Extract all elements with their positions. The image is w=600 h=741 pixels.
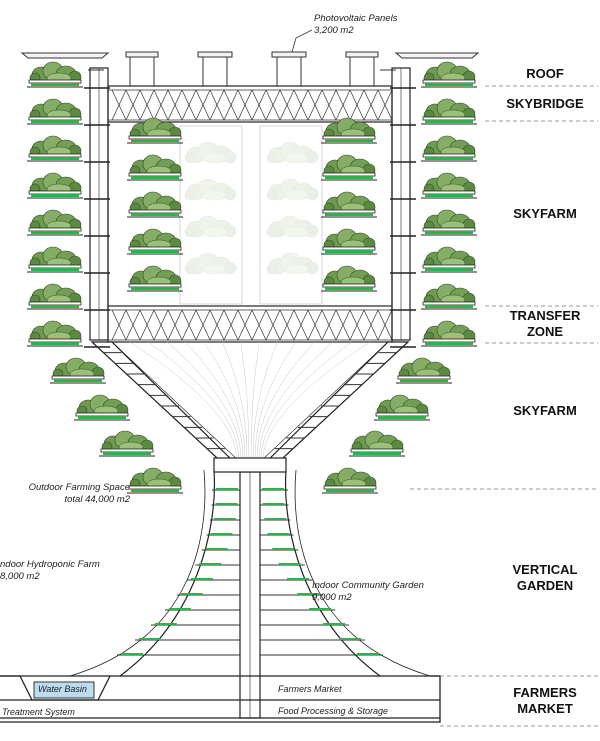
inner-right-planter: [321, 191, 377, 218]
inner-left-planter: [127, 154, 183, 181]
base-building: [0, 675, 441, 723]
outer-right-planter: [421, 283, 477, 310]
outer-right-planter: [421, 61, 477, 88]
zone-label-vertical-line2: GARDEN: [516, 578, 574, 593]
outer-left-planter: [27, 172, 83, 199]
outer-right-planter: [421, 98, 477, 125]
tower-structure: [89, 67, 411, 343]
lower-left-planter: [50, 357, 106, 384]
zone-label-transfer-line2: ZONE: [526, 324, 564, 339]
outer-left-planter: [27, 135, 83, 162]
inner-left-planter: [127, 228, 183, 255]
zone-label-skyfarm-upper: SKYFARM: [513, 206, 577, 221]
annotation-outdoor-farming: Outdoor Farming Space total 44,000 m2: [12, 482, 130, 506]
outer-right-planter: [421, 209, 477, 236]
zone-label-transfer-line1: TRANSFER: [509, 308, 581, 323]
annotation-hydroponic-farm: ndoor Hydroponic Farm 8,000 m2: [0, 559, 100, 583]
annotation-hydroponic-area: 8,000 m2: [0, 571, 40, 582]
outer-left-planter: [27, 283, 83, 310]
inner-left-planter: [127, 191, 183, 218]
label-water-basin: Water Basin: [38, 684, 87, 694]
inner-right-planter: [321, 117, 377, 144]
inner-left-planter: [127, 265, 183, 292]
outer-right-planter: [421, 246, 477, 273]
annotation-community-area: 9,000 m2: [312, 592, 352, 603]
outer-right-planter: [421, 172, 477, 199]
annotation-outdoor-name: Outdoor Farming Space: [28, 482, 130, 493]
annotation-hydroponic-name: ndoor Hydroponic Farm: [0, 559, 100, 570]
lower-left-planter: [74, 394, 130, 421]
inner-right-planter: [321, 228, 377, 255]
zone-label-market-line1: FARMERS: [513, 685, 577, 700]
zone-label-vertical-line1: VERTICAL: [512, 562, 578, 577]
annotation-photovoltaic-name: Photovoltaic Panels: [314, 13, 398, 24]
zone-label-roof: ROOF: [526, 66, 564, 81]
inner-left-planter: [127, 117, 183, 144]
annotation-outdoor-area: total 44,000 m2: [64, 494, 131, 505]
zone-label-transfer: TRANSFER ZONE: [490, 308, 600, 340]
zone-label-skyfarm-lower: SKYFARM: [513, 403, 577, 418]
annotation-photovoltaic-area: 3,200 m2: [314, 25, 354, 36]
zone-label-market-line2: MARKET: [517, 701, 573, 716]
interior-hydroponic-ghost: [184, 141, 319, 275]
outer-right-planter: [421, 320, 477, 347]
outer-left-planter: [27, 61, 83, 88]
vertical-garden-trunk: [69, 457, 431, 719]
label-food-processing: Food Processing & Storage: [278, 706, 389, 716]
zone-dividers: [410, 85, 598, 727]
photovoltaic-panels: [20, 51, 480, 86]
zone-label-farmers-market: FARMERS MARKET: [490, 685, 600, 717]
outer-left-planter: [27, 246, 83, 273]
lower-left-planter: [127, 467, 183, 494]
lower-right-planter: [374, 394, 430, 421]
annotation-photovoltaic: Photovoltaic Panels 3,200 m2: [314, 13, 397, 37]
outer-left-planter: [27, 209, 83, 236]
inner-right-planter: [321, 265, 377, 292]
lower-right-planter: [322, 467, 378, 494]
outer-left-planter: [27, 98, 83, 125]
outer-left-planter: [27, 320, 83, 347]
outer-right-planter: [421, 135, 477, 162]
zone-label-vertical-garden: VERTICAL GARDEN: [490, 562, 600, 594]
label-farmers-market: Farmers Market: [278, 684, 342, 694]
inner-right-planter: [321, 154, 377, 181]
lower-left-planter: [99, 430, 155, 457]
annotation-community-name: Indoor Community Garden: [312, 580, 424, 591]
lower-right-planter: [396, 357, 452, 384]
annotation-community-garden: Indoor Community Garden 9,000 m2: [312, 580, 424, 604]
label-treatment-system: Treatment System: [2, 707, 75, 717]
zone-label-skybridge: SKYBRIDGE: [506, 96, 584, 111]
lower-right-planter: [349, 430, 405, 457]
